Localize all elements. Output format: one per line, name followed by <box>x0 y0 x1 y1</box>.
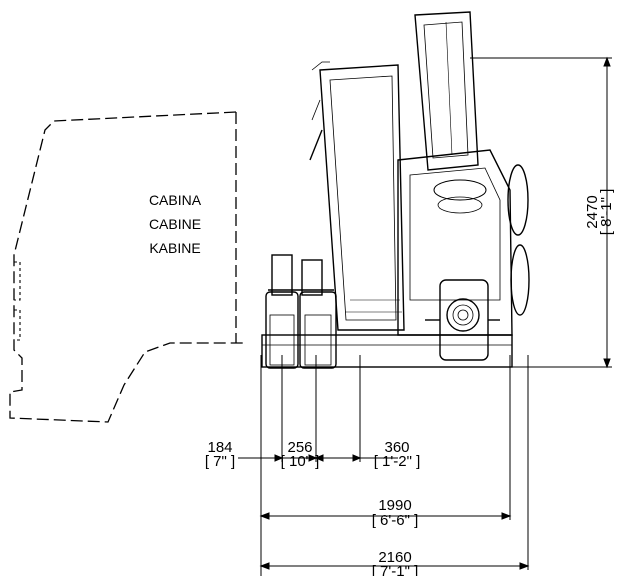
dim-184-mm: 184 <box>207 439 232 456</box>
dim-1990-mm: 1990 <box>378 497 411 514</box>
dim-height-mm: 2470 <box>584 195 601 228</box>
dim-184-ftin: [ 7" ] <box>205 453 235 470</box>
dim-2160-mm: 2160 <box>378 549 411 566</box>
cab-label-3: KABINE <box>149 240 200 256</box>
cab-inner-marks <box>14 261 21 341</box>
cab-label-1: CABINA <box>149 192 202 208</box>
dim-256-ftin: [ 10" ] <box>281 453 320 470</box>
cab-outline <box>9 111 247 423</box>
dimension-lines <box>238 56 612 576</box>
dim-360-ftin: [ 1'-2" ] <box>374 453 421 470</box>
dim-height: 2470 [ 8'-1" ] <box>584 189 615 236</box>
cab-label-2: CABINE <box>149 216 201 232</box>
crane-assembly <box>261 11 530 369</box>
dim-1990-ftin: [ 6'-6" ] <box>372 512 419 529</box>
dim-2160-ftin: [ 7'-1" ] <box>372 563 419 576</box>
dim-256-mm: 256 <box>287 439 312 456</box>
dim-360-mm: 360 <box>384 439 409 456</box>
dim-height-ftin: [ 8'-1" ] <box>598 189 615 236</box>
